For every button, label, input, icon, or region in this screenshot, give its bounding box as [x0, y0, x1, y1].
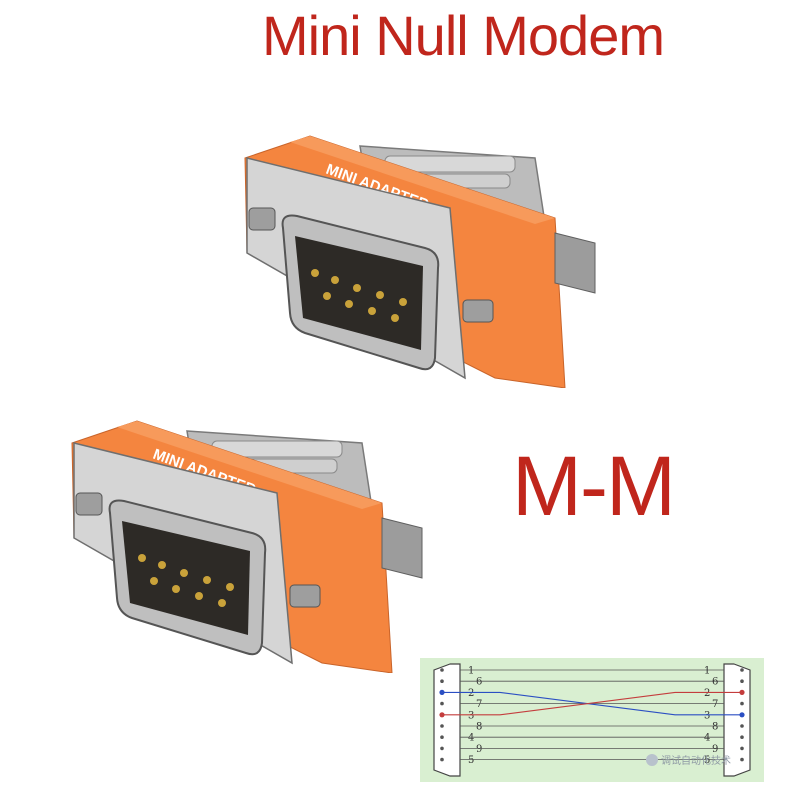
pin-label-left-6: 6 — [476, 677, 482, 688]
connector-left-icon — [433, 663, 461, 777]
pin-dot-right-1 — [740, 668, 744, 672]
watermark: 调试自动化技术 — [646, 752, 731, 767]
pin-label-right-9: 9 — [712, 744, 718, 755]
pin-label-right-4: 4 — [704, 733, 710, 744]
page-title: Mini Null Modem — [262, 4, 665, 67]
pin-dot-left-8 — [440, 724, 444, 728]
wechat-icon — [646, 753, 658, 766]
mini-adapter-photo-bottom: MINI ADAPTER — [62, 413, 442, 673]
pin-dot-left-7 — [440, 701, 444, 706]
pin-dot-right-4 — [740, 735, 744, 739]
pin-label-left-7: 7 — [476, 699, 482, 710]
pin-label-right-8: 8 — [712, 722, 718, 733]
pin-label-right-7: 7 — [712, 699, 718, 710]
pin-label-left-8: 8 — [476, 722, 482, 733]
screw-icon — [75, 492, 321, 608]
pin-label-right-1: 1 — [704, 666, 710, 677]
pin-label-left-1: 1 — [468, 666, 474, 677]
pin-label-right-5: 5 — [704, 755, 710, 766]
pin-dot-left-4 — [440, 735, 444, 739]
mini-adapter-photo-top: MINI ADAPTER — [235, 128, 615, 388]
pin-dot-right-5 — [740, 757, 744, 762]
pin-label-right-3: 3 — [704, 710, 710, 721]
gender-label: M-M — [512, 439, 676, 533]
pin-dot-right-7 — [740, 701, 744, 706]
pin-dot-right-9 — [740, 746, 744, 751]
pin-label-left-5: 5 — [468, 755, 474, 766]
pin-label-left-4: 4 — [468, 733, 474, 744]
wire-crossed-3-2 — [442, 691, 742, 716]
pin-label-left-9: 9 — [476, 744, 482, 755]
pin-label-right-2: 2 — [704, 688, 710, 699]
pin-label-left-2: 2 — [468, 688, 474, 699]
pin-label-left-3: 3 — [468, 710, 474, 721]
pin-dot-left-6 — [440, 679, 444, 683]
watermark-text: 调试自动化技术 — [661, 756, 731, 767]
pin-dot-right-8 — [740, 724, 744, 728]
pin-dot-left-5 — [440, 757, 444, 762]
pin-dot-left-1 — [440, 668, 444, 672]
screw-icon — [248, 207, 494, 323]
pin-dot-right-6 — [740, 679, 744, 683]
pin-dot-left-9 — [440, 746, 444, 751]
pin-label-right-6: 6 — [712, 677, 718, 688]
diagram-background — [420, 658, 764, 782]
